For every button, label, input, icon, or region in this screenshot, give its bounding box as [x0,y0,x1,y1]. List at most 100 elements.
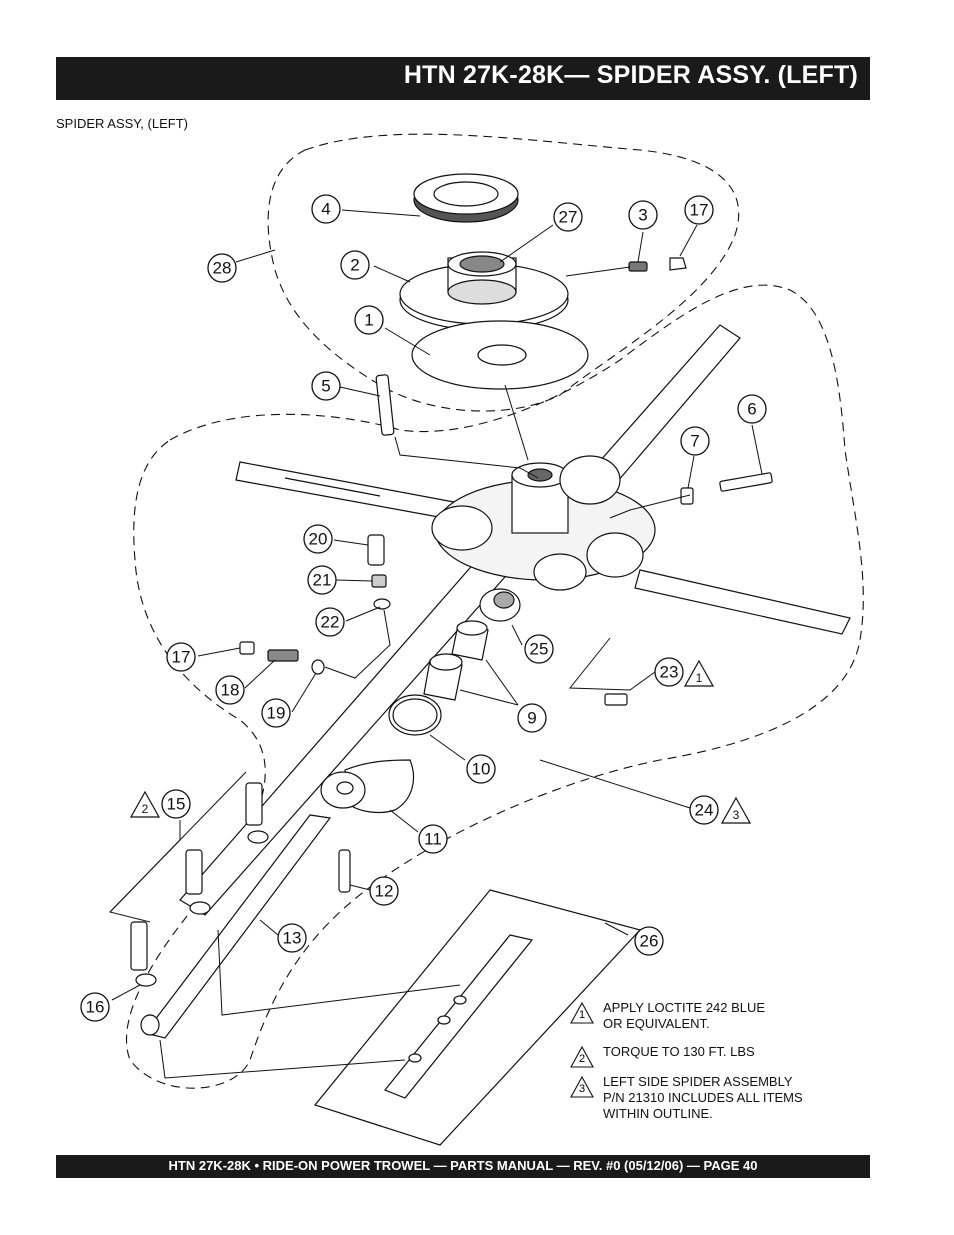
callout-10: 10 [466,754,496,784]
footer-bar: HTN 27K-28K • RIDE-ON POWER TROWEL — PAR… [56,1155,870,1178]
note-3-marker: 3 [570,1076,594,1098]
part-16-washer-a [247,830,269,844]
part-16-washer-b [189,901,211,915]
callout-9: 9 [517,703,547,733]
svg-text:19: 19 [267,704,286,723]
svg-text:27: 27 [559,208,578,227]
svg-text:23: 23 [660,663,679,682]
note-1-marker: 1 [570,1002,594,1024]
spider-arm-left [235,461,471,523]
callout-6: 6 [737,394,767,424]
part-20-bolt [367,534,385,566]
callout-20: 20 [303,524,333,554]
part-15-bolt-c [130,921,148,971]
svg-text:1: 1 [696,671,703,685]
svg-text:5: 5 [321,377,330,396]
svg-text:1: 1 [579,1009,585,1021]
note-marker-23: 1 [683,659,715,687]
outline-24 [125,284,864,1089]
svg-text:28: 28 [213,259,232,278]
svg-text:20: 20 [309,530,328,549]
part-21-nut [371,574,387,588]
note-2-marker: 2 [570,1046,594,1068]
svg-text:16: 16 [86,998,105,1017]
part-12-pin [338,849,351,893]
svg-text:3: 3 [579,1083,585,1095]
callout-2: 2 [340,250,370,280]
callout-17-left: 17 [166,642,196,672]
callout-17-top: 17 [684,195,714,225]
outline-28 [267,133,740,412]
callout-13: 13 [277,923,307,953]
callout-27: 27 [553,202,583,232]
callout-4: 4 [311,194,341,224]
part-18-fitting [267,649,299,662]
diagram-subtitle: SPIDER ASSY, (LEFT) [56,116,188,131]
svg-text:7: 7 [690,432,699,451]
callout-15: 15 [161,789,191,819]
svg-text:24: 24 [695,801,714,820]
svg-text:22: 22 [321,613,340,632]
callout-26: 26 [634,926,664,956]
svg-text:3: 3 [638,206,647,225]
callout-21: 21 [307,565,337,595]
callout-7: 7 [680,426,710,456]
callout-16: 16 [80,992,110,1022]
svg-text:12: 12 [375,882,394,901]
note-1-text: APPLY LOCTITE 242 BLUE OR EQUIVALENT. [603,1000,766,1031]
part-10-clip [388,694,442,736]
svg-text:2: 2 [579,1053,585,1065]
spider-arm-upper [591,324,741,489]
part-15-bolt-b [185,849,203,895]
svg-text:10: 10 [472,760,491,779]
callout-24: 24 [689,795,719,825]
header-bar: HTN 27K-28K— SPIDER ASSY. (LEFT) [56,57,870,100]
part-17-cap [669,257,687,271]
callout-23: 23 [654,657,684,687]
svg-text:2: 2 [142,802,149,816]
note-marker-15: 2 [129,790,161,818]
callout-5: 5 [311,371,341,401]
page-title: HTN 27K-28K— SPIDER ASSY. (LEFT) [403,61,858,89]
part-19-washer [311,659,325,675]
svg-text:6: 6 [747,400,756,419]
svg-text:17: 17 [690,201,709,220]
svg-text:13: 13 [283,929,302,948]
svg-text:11: 11 [424,830,442,849]
part-23-bolt [604,693,628,706]
callout-19: 19 [261,698,291,728]
part-6-bolt [719,472,773,492]
svg-text:3: 3 [733,808,740,822]
svg-text:9: 9 [527,709,536,728]
callout-11: 11 [418,824,448,854]
part-13-shaft [143,814,332,1039]
callout-28: 28 [207,253,237,283]
part-27-bushing [459,255,505,273]
svg-text:2: 2 [350,256,359,275]
callout-3: 3 [628,200,658,230]
svg-text:18: 18 [221,681,240,700]
part-15-bolt-a [245,782,263,826]
svg-text:17: 17 [172,648,191,667]
note-3-text: LEFT SIDE SPIDER ASSEMBLY P/N 21310 INCL… [603,1074,803,1121]
svg-text:15: 15 [167,795,186,814]
note-marker-24: 3 [720,796,752,824]
svg-text:26: 26 [640,932,659,951]
note-2-text: TORQUE TO 130 FT. LBS [603,1044,755,1059]
callout-25: 25 [524,634,554,664]
part-17-cap-b [239,641,255,655]
part-5-pin [375,374,395,436]
callout-18: 18 [215,675,245,705]
part-16-washer-c [135,973,157,987]
callout-22: 22 [315,607,345,637]
svg-text:21: 21 [313,571,332,590]
footer-text: HTN 27K-28K • RIDE-ON POWER TROWEL — PAR… [168,1158,758,1173]
svg-text:1: 1 [364,311,373,330]
leader-lines [109,209,763,1079]
svg-text:25: 25 [530,640,549,659]
callout-12: 12 [369,876,399,906]
callout-1: 1 [354,305,384,335]
spider-arm-right [634,569,851,635]
blade-rib [384,934,534,1099]
